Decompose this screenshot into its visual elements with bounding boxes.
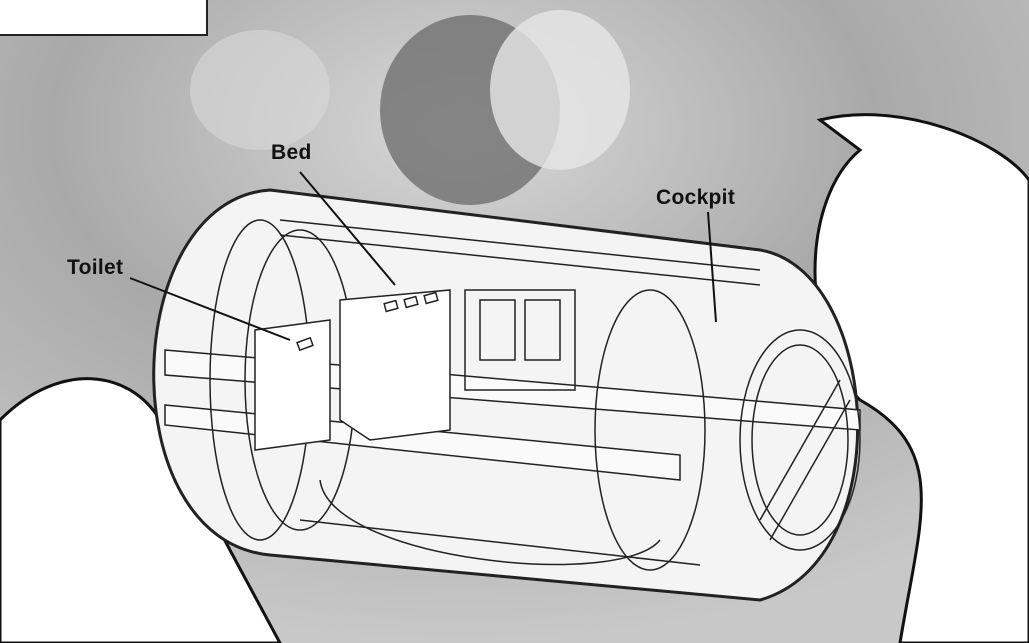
bed-leader-line [299,171,396,286]
empty-speech-panel [0,0,208,36]
cockpit-label: Cockpit [656,186,736,209]
cockpit-leader-line [707,211,717,323]
toilet-label: Toilet [67,256,124,279]
right-finger [813,113,1029,643]
toilet-leader-line [129,277,291,341]
bed-label: Bed [271,141,312,164]
capsule [152,188,861,602]
